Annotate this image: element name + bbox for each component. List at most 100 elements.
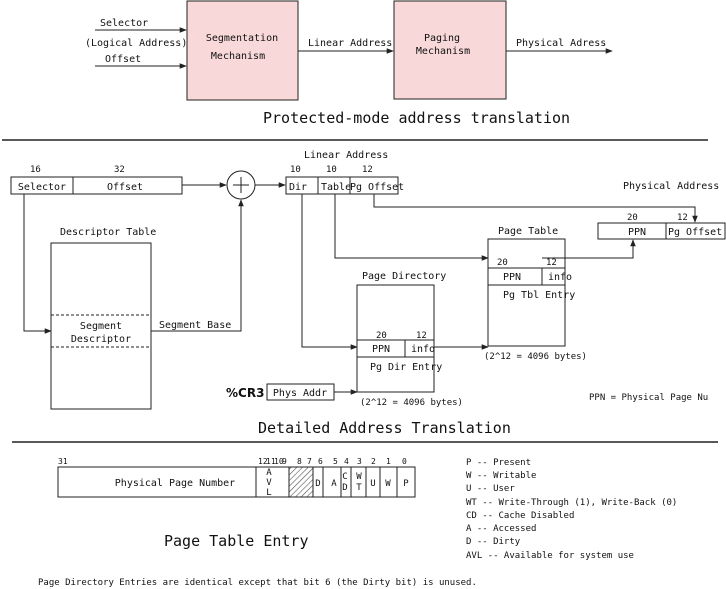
selector-field-label: Selector xyxy=(18,182,66,193)
detailed-caption: Detailed Address Translation xyxy=(258,419,511,437)
pte-avl-l: L xyxy=(266,488,271,498)
bit-label-3: 3 xyxy=(357,457,362,466)
pte-avl-a: A xyxy=(266,468,272,478)
detailed-translation: 16 32 Selector Offset Linear Address 10 … xyxy=(10,150,726,437)
segmentation-mechanism-box xyxy=(186,0,299,101)
pd-entry-label: Pg Dir Entry xyxy=(370,362,442,373)
pt-info-label: info xyxy=(548,272,572,283)
table-to-pt xyxy=(334,194,489,261)
phys-ppn-label: PPN xyxy=(628,227,646,238)
legend-accessed: A -- Accessed xyxy=(466,524,536,534)
bit-label-5: 5 xyxy=(333,457,338,466)
legend-write-through: WT -- Write-Through (1), Write-Back (0) xyxy=(466,498,677,508)
pte-register xyxy=(57,466,416,498)
offset-label: Offset xyxy=(105,54,141,65)
bit-label-12: 12 xyxy=(258,457,268,466)
segmentation-line1: Segmentation xyxy=(206,33,278,44)
pd-size-label: (2^12 = 4096 bytes) xyxy=(360,398,463,408)
phys-off-field xyxy=(665,222,726,240)
pte-d: D xyxy=(315,479,320,489)
linear-address-title: Linear Address xyxy=(304,150,388,161)
bit-label-2: 2 xyxy=(371,457,376,466)
paging-line1: Paging xyxy=(424,33,460,44)
page-table xyxy=(487,238,566,347)
bit-31-label: 31 xyxy=(58,457,68,466)
pte-cd-d: D xyxy=(342,483,347,493)
physical-address-label: Physical Adress xyxy=(516,38,606,49)
pte-flag-legend: P -- Present W -- Writable U -- User WT … xyxy=(466,458,677,561)
legend-available: AVL -- Available for system use xyxy=(466,551,634,561)
pte-ppn-label: Physical Page Number xyxy=(115,478,235,489)
page-directory-title: Page Directory xyxy=(362,271,446,282)
pte-avl-v: V xyxy=(266,478,272,488)
cr3-phys-addr-label: Phys Addr xyxy=(273,388,327,399)
dir-bits: 10 xyxy=(290,165,301,175)
pt-ppn-label: PPN xyxy=(503,272,521,283)
bit-label-0: 0 xyxy=(402,457,407,466)
offset-field-label: Offset xyxy=(107,182,143,193)
bit-label-6: 6 xyxy=(318,457,323,466)
logical-address-label: (Logical Address) xyxy=(85,38,187,49)
descriptor-table xyxy=(50,242,152,410)
table-bits: 10 xyxy=(326,165,337,175)
pte-wt-w: W xyxy=(356,472,362,482)
pt-ppn-to-phys xyxy=(542,239,636,259)
dir-to-pd xyxy=(301,194,358,350)
pte-reserved-hatch xyxy=(288,466,314,498)
protected-mode-caption: Protected-mode address translation xyxy=(263,109,570,127)
bit-label-7: 7 xyxy=(307,457,312,466)
pgoffset-to-phys xyxy=(373,194,698,223)
segmentation-line2: Mechanism xyxy=(211,51,265,62)
pte-w: W xyxy=(385,479,391,489)
segment-base-label: Segment Base xyxy=(159,320,231,331)
pt-info-bits: 12 xyxy=(546,258,557,268)
pd-info-field xyxy=(404,339,435,358)
pt-info-field xyxy=(541,267,566,286)
footnote: Page Directory Entries are identical exc… xyxy=(38,578,477,588)
phys-off-label: Pg Offset xyxy=(668,227,722,238)
bit-label-8: 8 xyxy=(297,457,302,466)
bit-label-11: 11 xyxy=(266,457,276,466)
page-table-title: Page Table xyxy=(498,226,558,237)
legend-cache-disabled: CD -- Cache Disabled xyxy=(466,511,574,521)
phys-off-bits: 12 xyxy=(677,213,688,223)
pd-info-bits: 12 xyxy=(416,331,427,341)
offset-bits: 32 xyxy=(114,165,125,175)
pt-entry-label: Pg Tbl Entry xyxy=(503,290,575,301)
pte-caption: Page Table Entry xyxy=(164,532,309,550)
pte-a: A xyxy=(331,479,337,489)
linear-address-label: Linear Address xyxy=(308,38,392,49)
legend-user: U -- User xyxy=(466,484,515,494)
paging-line2: Mechanism xyxy=(416,46,470,57)
legend-present: P -- Present xyxy=(466,458,531,468)
table-field-label: Table xyxy=(321,182,351,193)
dir-field-label: Dir xyxy=(289,182,307,193)
bit-label-10: 10 xyxy=(274,457,284,466)
paging-mechanism-box xyxy=(393,0,507,100)
bit-label-4: 4 xyxy=(344,457,349,466)
pgoffset-bits: 12 xyxy=(362,165,373,175)
pd-ppn-bits: 20 xyxy=(376,331,387,341)
physical-address-title: Physical Address xyxy=(623,181,719,192)
cr3-label: %CR3 xyxy=(226,386,264,400)
selector-label: Selector xyxy=(100,18,148,29)
pd-info-label: info xyxy=(411,344,435,355)
legend-writable: W -- Writable xyxy=(466,471,536,481)
pgoffset-field-label: Pg Offset xyxy=(350,182,404,193)
segment-descriptor-line2: Descriptor xyxy=(71,334,131,345)
pd-ppn-label: PPN xyxy=(372,344,390,355)
bit-label-9: 9 xyxy=(282,457,287,466)
pte-cd-c: C xyxy=(342,472,347,482)
page-directory xyxy=(356,284,435,393)
pt-size-label: (2^12 = 4096 bytes) xyxy=(484,352,587,362)
segment-base-arrow xyxy=(151,199,244,332)
pte-wt-t: T xyxy=(356,483,362,493)
protected-mode-overview: Selector (Logical Address) Offset Segmen… xyxy=(85,0,613,127)
pte-p: P xyxy=(403,479,409,489)
selector-to-descriptor xyxy=(23,194,52,334)
pt-ppn-bits: 20 xyxy=(497,258,508,268)
phys-ppn-bits: 20 xyxy=(627,213,638,223)
